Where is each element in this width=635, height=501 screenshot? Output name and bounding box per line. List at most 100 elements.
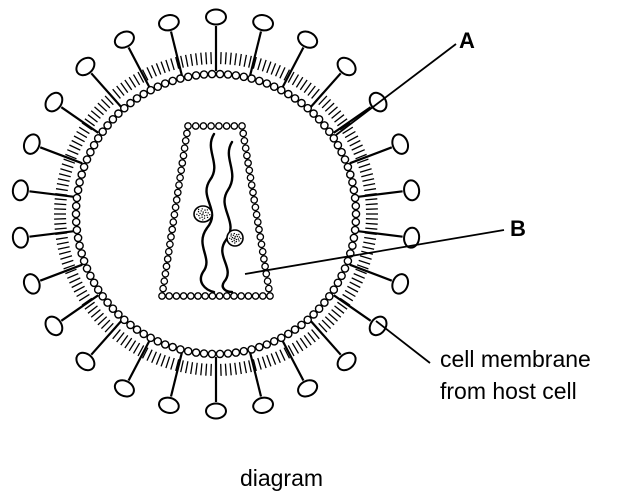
- matrix-bead: [200, 350, 207, 357]
- matrix-bead: [162, 80, 169, 87]
- matrix-bead: [321, 122, 328, 129]
- envelope-tick: [300, 80, 307, 90]
- label-b: B: [510, 218, 526, 240]
- matrix-bead: [87, 149, 94, 156]
- envelope-tick: [121, 83, 128, 93]
- spike-stalk: [250, 32, 261, 76]
- matrix-bead: [341, 156, 348, 163]
- matrix-bead: [121, 316, 128, 323]
- matrix-bead: [347, 171, 354, 178]
- spike-stalk: [91, 321, 121, 355]
- capsid-bead: [264, 278, 270, 284]
- matrix-bead: [334, 279, 341, 286]
- matrix-bead: [177, 75, 184, 82]
- envelope-tick: [191, 362, 193, 374]
- capsid-bead: [193, 123, 199, 129]
- envelope-tick: [258, 358, 261, 370]
- capsid-bead: [260, 293, 266, 299]
- spike-head: [12, 179, 29, 201]
- spike-head: [21, 132, 42, 156]
- matrix-bead: [352, 210, 359, 217]
- enzyme-stipple: [208, 212, 209, 213]
- envelope-tick: [79, 127, 89, 133]
- envelope-tick: [308, 333, 315, 343]
- matrix-bead: [271, 83, 278, 90]
- matrix-bead: [326, 293, 333, 300]
- envelope-tick: [113, 330, 121, 339]
- envelope-tick: [72, 141, 83, 146]
- envelope-tick: [101, 320, 110, 329]
- lipid-envelope: [54, 52, 378, 376]
- envelope-tick: [258, 58, 261, 70]
- envelope-tick: [156, 354, 160, 365]
- matrix-bead: [304, 316, 311, 323]
- envelope-tick: [67, 150, 78, 155]
- enzyme-stipple: [196, 214, 197, 215]
- matrix-bead: [291, 326, 298, 333]
- envelope-tick: [365, 228, 377, 229]
- capsid-bead: [216, 123, 222, 129]
- capsid-bead: [243, 145, 249, 151]
- envelope-tick: [296, 77, 302, 87]
- matrix-bead: [133, 326, 140, 333]
- matrix-bead: [133, 95, 140, 102]
- envelope-tick: [196, 363, 198, 375]
- capsid-bead: [159, 293, 165, 299]
- envelope-tick: [147, 350, 152, 361]
- envelope-tick: [276, 352, 281, 363]
- capsid-bead: [169, 226, 175, 232]
- matrix-bead: [352, 202, 359, 209]
- envelope-tick: [364, 238, 376, 240]
- envelope-tick: [352, 278, 363, 283]
- envelope-tick: [98, 103, 107, 111]
- capsid-bead: [267, 293, 273, 299]
- matrix-bead: [115, 311, 122, 318]
- matrix-bead: [154, 83, 161, 90]
- enzyme-stipple: [201, 214, 202, 215]
- enzyme-stipple: [240, 238, 241, 239]
- matrix-bead: [350, 187, 357, 194]
- capsid-bead: [202, 293, 208, 299]
- enzyme-stipple: [229, 238, 230, 239]
- envelope-tick: [315, 93, 323, 102]
- spike-head: [295, 377, 320, 400]
- envelope-tick: [249, 360, 252, 372]
- envelope-tick: [58, 179, 70, 182]
- envelope-tick: [186, 55, 188, 67]
- matrix-bead: [104, 122, 111, 129]
- envelope-tick: [161, 355, 165, 366]
- spike-stalk: [311, 73, 341, 107]
- envelope-tick: [244, 361, 246, 373]
- envelope-tick: [312, 89, 320, 98]
- capsid-bead: [244, 152, 250, 158]
- matrix-bead: [185, 348, 192, 355]
- spike-head: [21, 272, 42, 296]
- spike-stalk: [171, 32, 182, 76]
- capsid-bead: [249, 182, 255, 188]
- enzyme-stipple: [233, 238, 234, 239]
- matrix-bead: [248, 75, 255, 82]
- matrix-protein-layer: [72, 71, 359, 358]
- matrix-bead: [73, 218, 80, 225]
- envelope-tick: [225, 52, 226, 64]
- envelope-tick: [201, 363, 202, 375]
- envelope-tick: [332, 310, 341, 318]
- envelope-tick: [345, 132, 355, 138]
- envelope-tick: [280, 350, 285, 361]
- envelope-tick: [196, 53, 198, 65]
- capsid-bead: [184, 130, 190, 136]
- matrix-bead: [208, 350, 215, 357]
- envelope-tick: [56, 189, 68, 191]
- envelope-tick: [109, 93, 117, 102]
- matrix-bead: [321, 299, 328, 306]
- matrix-bead: [316, 116, 323, 123]
- matrix-bead: [177, 346, 184, 353]
- envelope-tick: [359, 260, 370, 264]
- envelope-tick: [335, 306, 345, 313]
- enzyme-stipple: [234, 240, 235, 241]
- matrix-bead: [109, 305, 116, 312]
- envelope-tick: [262, 357, 266, 368]
- enzyme-stipple: [235, 236, 236, 237]
- envelope-tick: [350, 141, 361, 146]
